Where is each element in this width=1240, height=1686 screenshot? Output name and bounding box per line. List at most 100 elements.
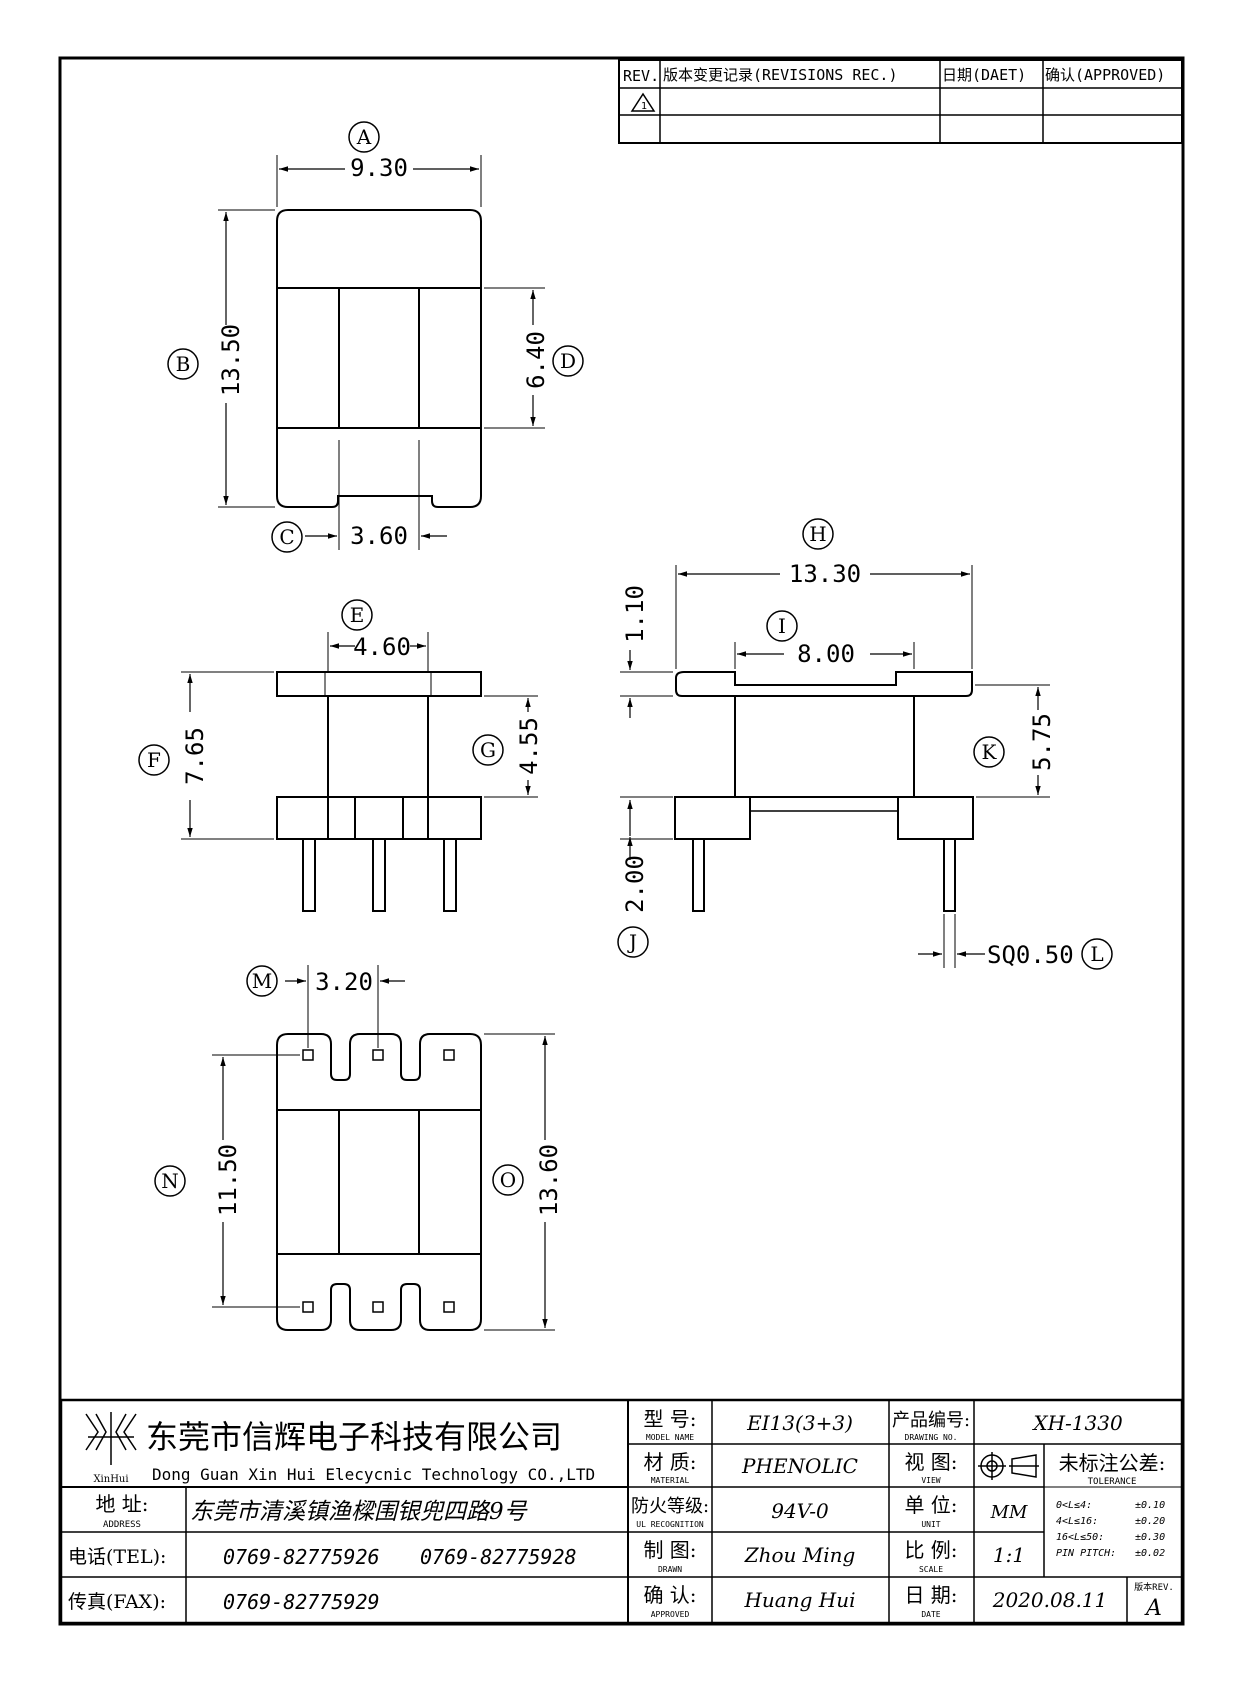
svg-text:O: O [500, 1168, 516, 1192]
ul-value: 94V-0 [771, 1499, 829, 1523]
svg-text:G: G [480, 738, 496, 762]
unit-label-en: UNIT [921, 1520, 940, 1529]
company-name-en: Dong Guan Xin Hui Elecycnic Technology C… [152, 1465, 595, 1484]
side-view [620, 565, 1050, 968]
svg-text:L: L [1090, 942, 1103, 966]
drawn-label-en: DRAWN [658, 1565, 682, 1574]
ul-label: 防火等级: [631, 1496, 709, 1517]
svg-text:A: A [356, 125, 372, 149]
tolerance-range-3: 16<L≤50: [1056, 1532, 1104, 1543]
date-label: 日 期: [904, 1583, 957, 1607]
drawn-label: 制 图: [643, 1538, 696, 1562]
material-label: 材 质: [643, 1450, 696, 1474]
approved-label: 确 认: [643, 1583, 696, 1607]
tolerance-range-2: 4<L≤16: [1056, 1516, 1098, 1527]
address-label: 地 址: [95, 1492, 148, 1516]
dim-f-value: 7.65 [181, 727, 209, 785]
dim-n-value: 11.50 [214, 1144, 242, 1216]
tel-label: 电话(TEL): [68, 1546, 166, 1568]
rev-header: REV. [623, 67, 659, 85]
approved-label-en: APPROVED [651, 1610, 690, 1619]
material-value: PHENOLIC [741, 1454, 858, 1478]
dim-h-value: 13.30 [789, 560, 861, 588]
callout-i: I [766, 610, 798, 642]
material-label-en: MATERIAL [651, 1476, 690, 1485]
company-logo [85, 1412, 137, 1465]
scale-value: 1:1 [993, 1543, 1025, 1567]
ul-label-en: UL RECOGNITION [636, 1520, 704, 1529]
fax-label: 传真(FAX): [68, 1591, 166, 1613]
model-value: EI13(3+3) [746, 1411, 853, 1435]
tolerance-label: 未标注公差: [1059, 1451, 1166, 1475]
callout-k: K [973, 736, 1005, 768]
svg-text:M: M [252, 969, 272, 993]
tolerance-range-1: 0<L≤4: [1056, 1500, 1092, 1511]
svg-text:J: J [627, 930, 637, 954]
callout-h: H [802, 518, 834, 550]
tel-value-2: 0769-82775928 [420, 1545, 577, 1569]
callout-c: C [271, 521, 303, 553]
view-label: 视 图: [904, 1450, 957, 1474]
dim-l-value: SQ0.50 [987, 941, 1074, 969]
svg-text:D: D [560, 349, 576, 373]
tolerance-value-1: ±0.10 [1135, 1500, 1165, 1511]
revisions-table [618, 59, 1183, 144]
approved-header: 确认(APPROVED) [1045, 66, 1165, 84]
unit-value: MM [990, 1502, 1028, 1523]
drawing-no-label: 产品编号: [892, 1410, 970, 1431]
scale-label: 比 例: [904, 1538, 957, 1562]
tolerance-value-4: ±0.02 [1135, 1548, 1165, 1559]
dim-j-value: 2.00 [621, 855, 649, 913]
revision-number: 1 [641, 101, 647, 112]
dim-a-value: 9.30 [350, 154, 408, 182]
callout-o: O [492, 1164, 524, 1196]
date-label-en: DATE [921, 1610, 940, 1619]
view-label-en: VIEW [921, 1476, 940, 1485]
logo-text: XinHui [93, 1474, 128, 1485]
bottom-view [212, 965, 555, 1331]
dim-top-thickness-value: 1.10 [621, 585, 649, 643]
title-block [59, 1398, 1184, 1625]
date-header: 日期(DAET) [942, 66, 1026, 84]
address-value: 东莞市清溪镇渔樑围银兜四路9号 [190, 1499, 528, 1525]
dim-o-value: 13.60 [535, 1144, 563, 1216]
dim-m-value: 3.20 [315, 968, 373, 996]
dim-b-value: 13.50 [217, 324, 245, 396]
svg-text:N: N [161, 1169, 179, 1193]
tolerance-value-2: ±0.20 [1135, 1516, 1165, 1527]
drawn-value: Zhou Ming [744, 1543, 856, 1567]
fax-value: 0769-82775929 [223, 1590, 380, 1614]
svg-text:F: F [147, 748, 161, 772]
svg-text:E: E [350, 603, 365, 627]
callout-m: M [246, 965, 278, 997]
approved-value: Huang Hui [743, 1588, 855, 1612]
dim-c-value: 3.60 [350, 522, 408, 550]
svg-text:C: C [279, 525, 294, 549]
callout-d: D [552, 345, 584, 377]
rev-label: 版本REV. [1134, 1581, 1174, 1593]
tel-value-1: 0769-82775926 [223, 1545, 380, 1569]
dim-d-value: 6.40 [522, 331, 550, 389]
date-value: 2020.08.11 [992, 1588, 1108, 1612]
drawing-no-value: XH-1330 [1031, 1411, 1123, 1435]
callout-g: G [472, 734, 504, 766]
dim-e-value: 4.60 [353, 633, 411, 661]
unit-label: 单 位: [904, 1493, 957, 1517]
callout-n: N [154, 1165, 186, 1197]
dim-g-value: 4.55 [515, 717, 543, 775]
svg-text:B: B [176, 352, 191, 376]
callout-e: E [341, 599, 373, 631]
scale-label-en: SCALE [919, 1565, 943, 1574]
sheet-border [58, 56, 1185, 1626]
callout-l: L [1081, 938, 1113, 970]
revision-triangle-icon [630, 92, 656, 112]
callout-a: A [348, 121, 380, 153]
top-view [218, 155, 545, 550]
rev-value: A [1144, 1596, 1162, 1621]
callout-b: B [167, 348, 199, 380]
svg-text:H: H [809, 522, 826, 546]
callout-j: J [617, 926, 649, 958]
projection-symbol-icon [978, 1452, 1039, 1480]
revisions-header: 版本变更记录(REVISIONS REC.) [663, 66, 898, 84]
